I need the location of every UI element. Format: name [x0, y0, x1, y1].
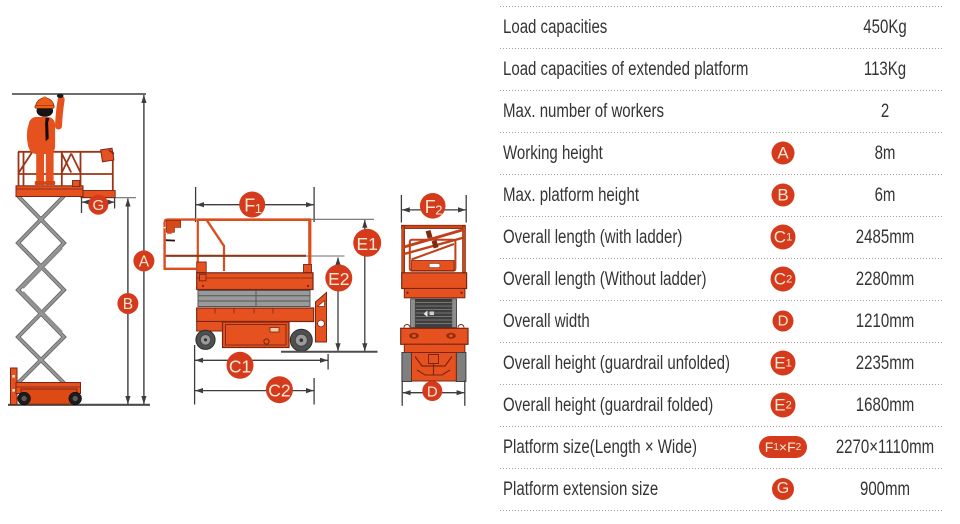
svg-text:F: F [425, 197, 436, 217]
svg-text:B: B [123, 296, 133, 313]
svg-text:1: 1 [255, 201, 262, 216]
svg-text:F: F [244, 196, 255, 216]
svg-text:C2: C2 [268, 381, 290, 401]
svg-text:G: G [92, 197, 104, 214]
svg-text:2: 2 [435, 203, 442, 218]
svg-text:A: A [139, 253, 150, 270]
svg-text:D: D [427, 384, 438, 401]
svg-text:C1: C1 [229, 356, 251, 376]
svg-text:E2: E2 [328, 269, 349, 289]
svg-text:E1: E1 [356, 234, 377, 254]
